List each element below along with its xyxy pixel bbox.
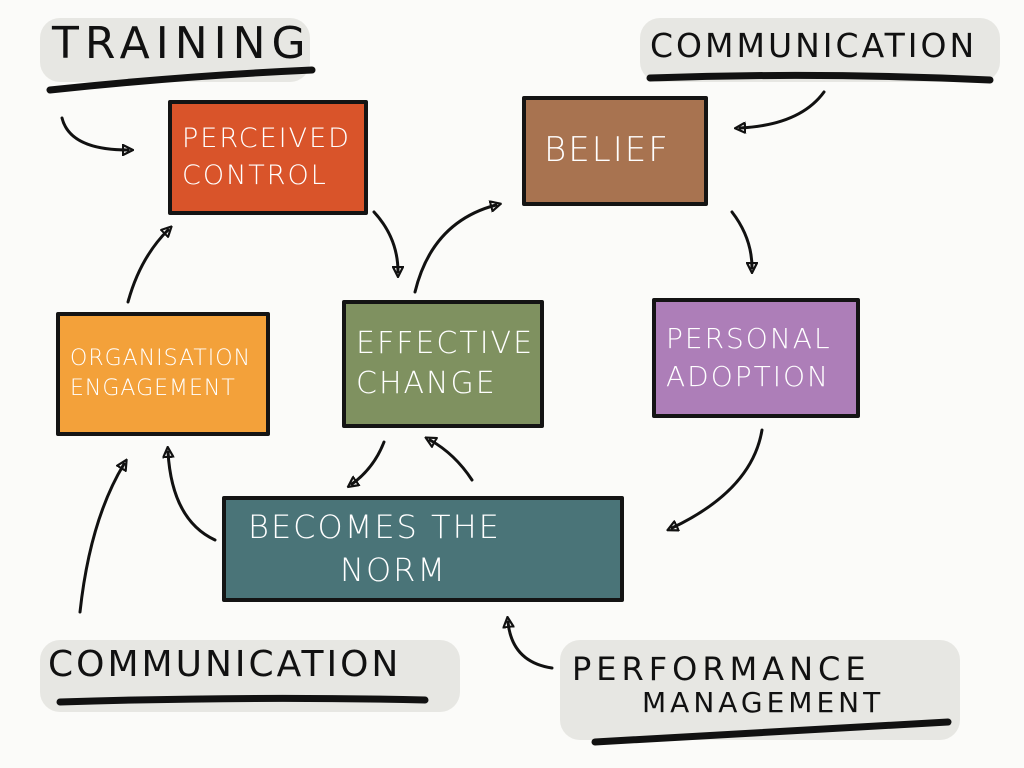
communication-bottom-label: Communication — [48, 644, 402, 685]
personal-adoption-box: Personal Adoption — [652, 298, 860, 418]
organisation-engagement-line2: Engagement — [70, 376, 236, 401]
becomes-the-norm-box: Becomes the Norm — [222, 496, 624, 602]
personal-adoption-line1: Personal — [666, 322, 832, 356]
effective-change-line1: Effective — [356, 325, 535, 361]
perceived-control-line2: Control — [182, 159, 328, 191]
arrow-norm-to-change — [430, 440, 474, 482]
arrow-performance-to-norm — [508, 622, 554, 670]
communication-top-underline — [646, 71, 994, 84]
arrow-belief-to-adoption — [730, 210, 752, 268]
arrow-change-to-belief — [413, 205, 496, 294]
communication-top-label: Communication — [650, 26, 978, 65]
belief-line1: Belief — [544, 130, 670, 171]
performance-label-line2: Management — [642, 686, 885, 719]
arrow-training-to-control — [60, 116, 128, 150]
effective-change-line2: Change — [356, 366, 497, 401]
arrow-norm-to-engagement — [168, 452, 217, 542]
performance-underline — [591, 718, 952, 746]
personal-adoption-line2: Adoption — [666, 360, 830, 393]
performance-label-line1: Performance — [572, 650, 871, 688]
performance-shadow — [560, 640, 960, 740]
organisation-engagement-box: Organisation Engagement — [56, 312, 270, 436]
arrow-engagement-to-control — [126, 230, 168, 304]
communication-top-shadow — [640, 18, 1000, 82]
training-underline — [46, 66, 316, 94]
arrow-communication-to-engagement — [78, 464, 124, 614]
arrow-adoption-to-norm — [672, 428, 764, 528]
belief-box: Belief — [522, 96, 708, 206]
perceived-control-box: Perceived Control — [168, 100, 368, 215]
communication-bottom-shadow — [40, 640, 460, 712]
effective-change-box: Effective Change — [342, 300, 544, 428]
perceived-control-line1: Perceived — [182, 123, 351, 155]
arrow-change-to-norm — [352, 440, 386, 484]
training-label: Training — [52, 18, 312, 69]
organisation-engagement-line1: Organisation — [70, 346, 252, 372]
arrow-communication-to-belief — [740, 90, 826, 128]
becomes-the-norm-line2: Norm — [340, 551, 447, 589]
communication-bottom-underline — [56, 694, 429, 706]
becomes-the-norm-line1: Becomes the — [248, 507, 501, 546]
training-shadow — [40, 18, 310, 82]
arrow-control-to-change — [372, 210, 398, 272]
